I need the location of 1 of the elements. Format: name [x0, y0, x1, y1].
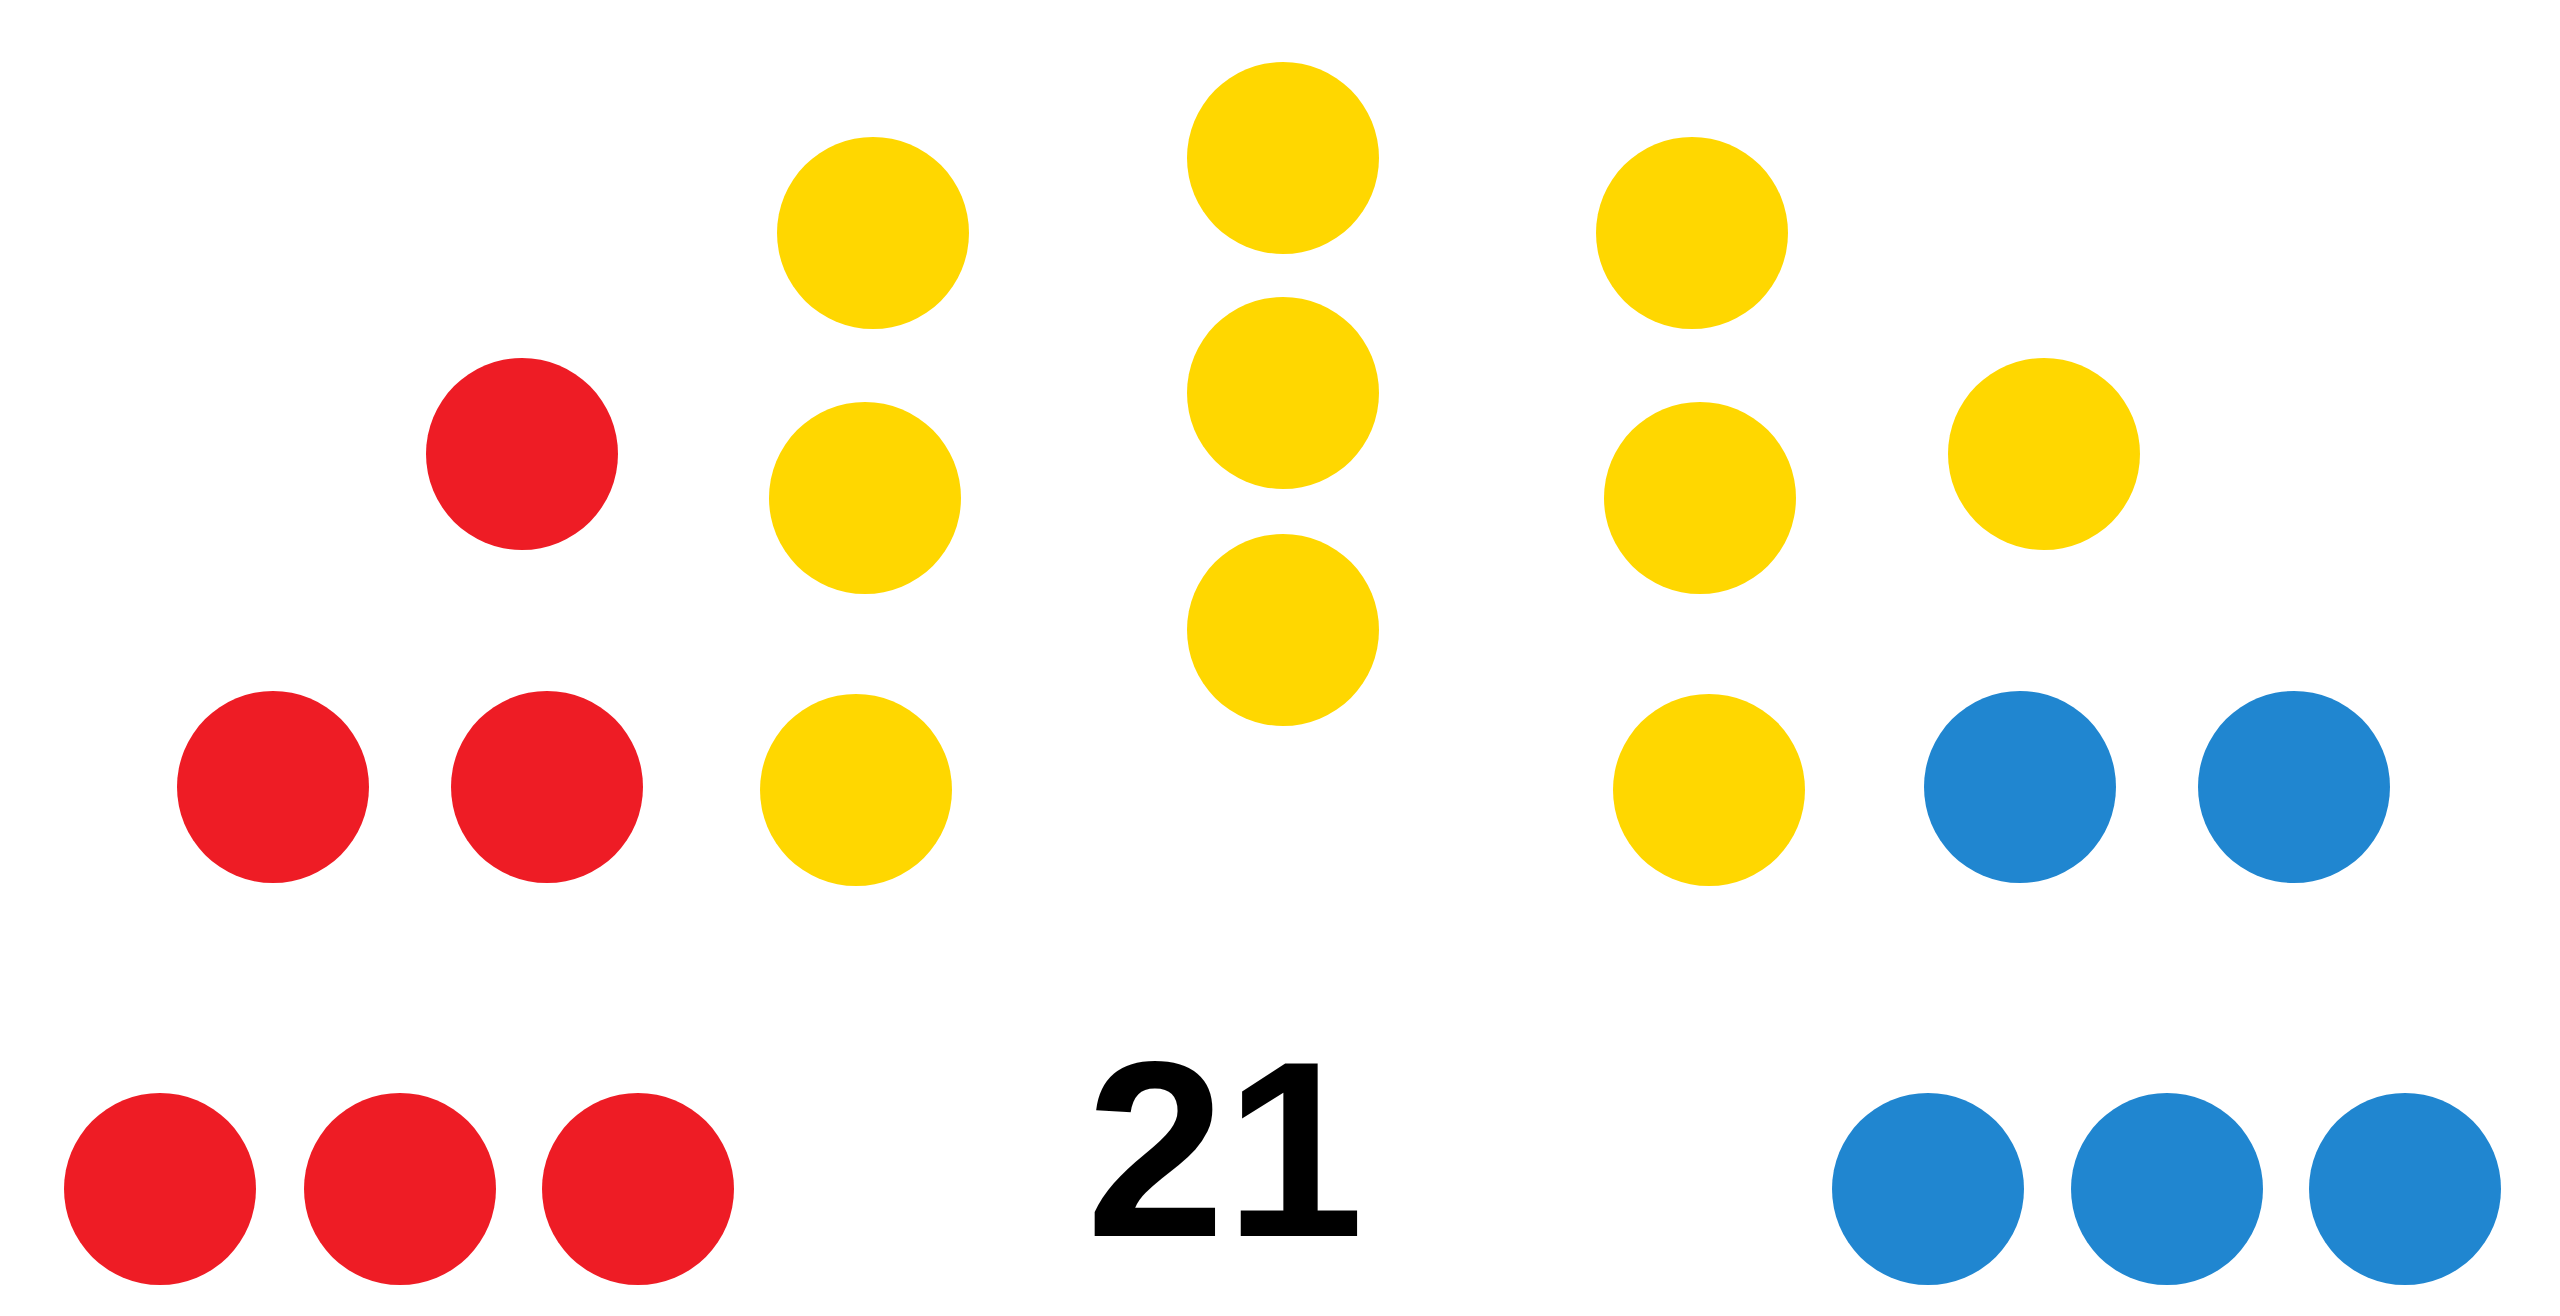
seat-total: 21 — [1085, 1025, 1365, 1275]
